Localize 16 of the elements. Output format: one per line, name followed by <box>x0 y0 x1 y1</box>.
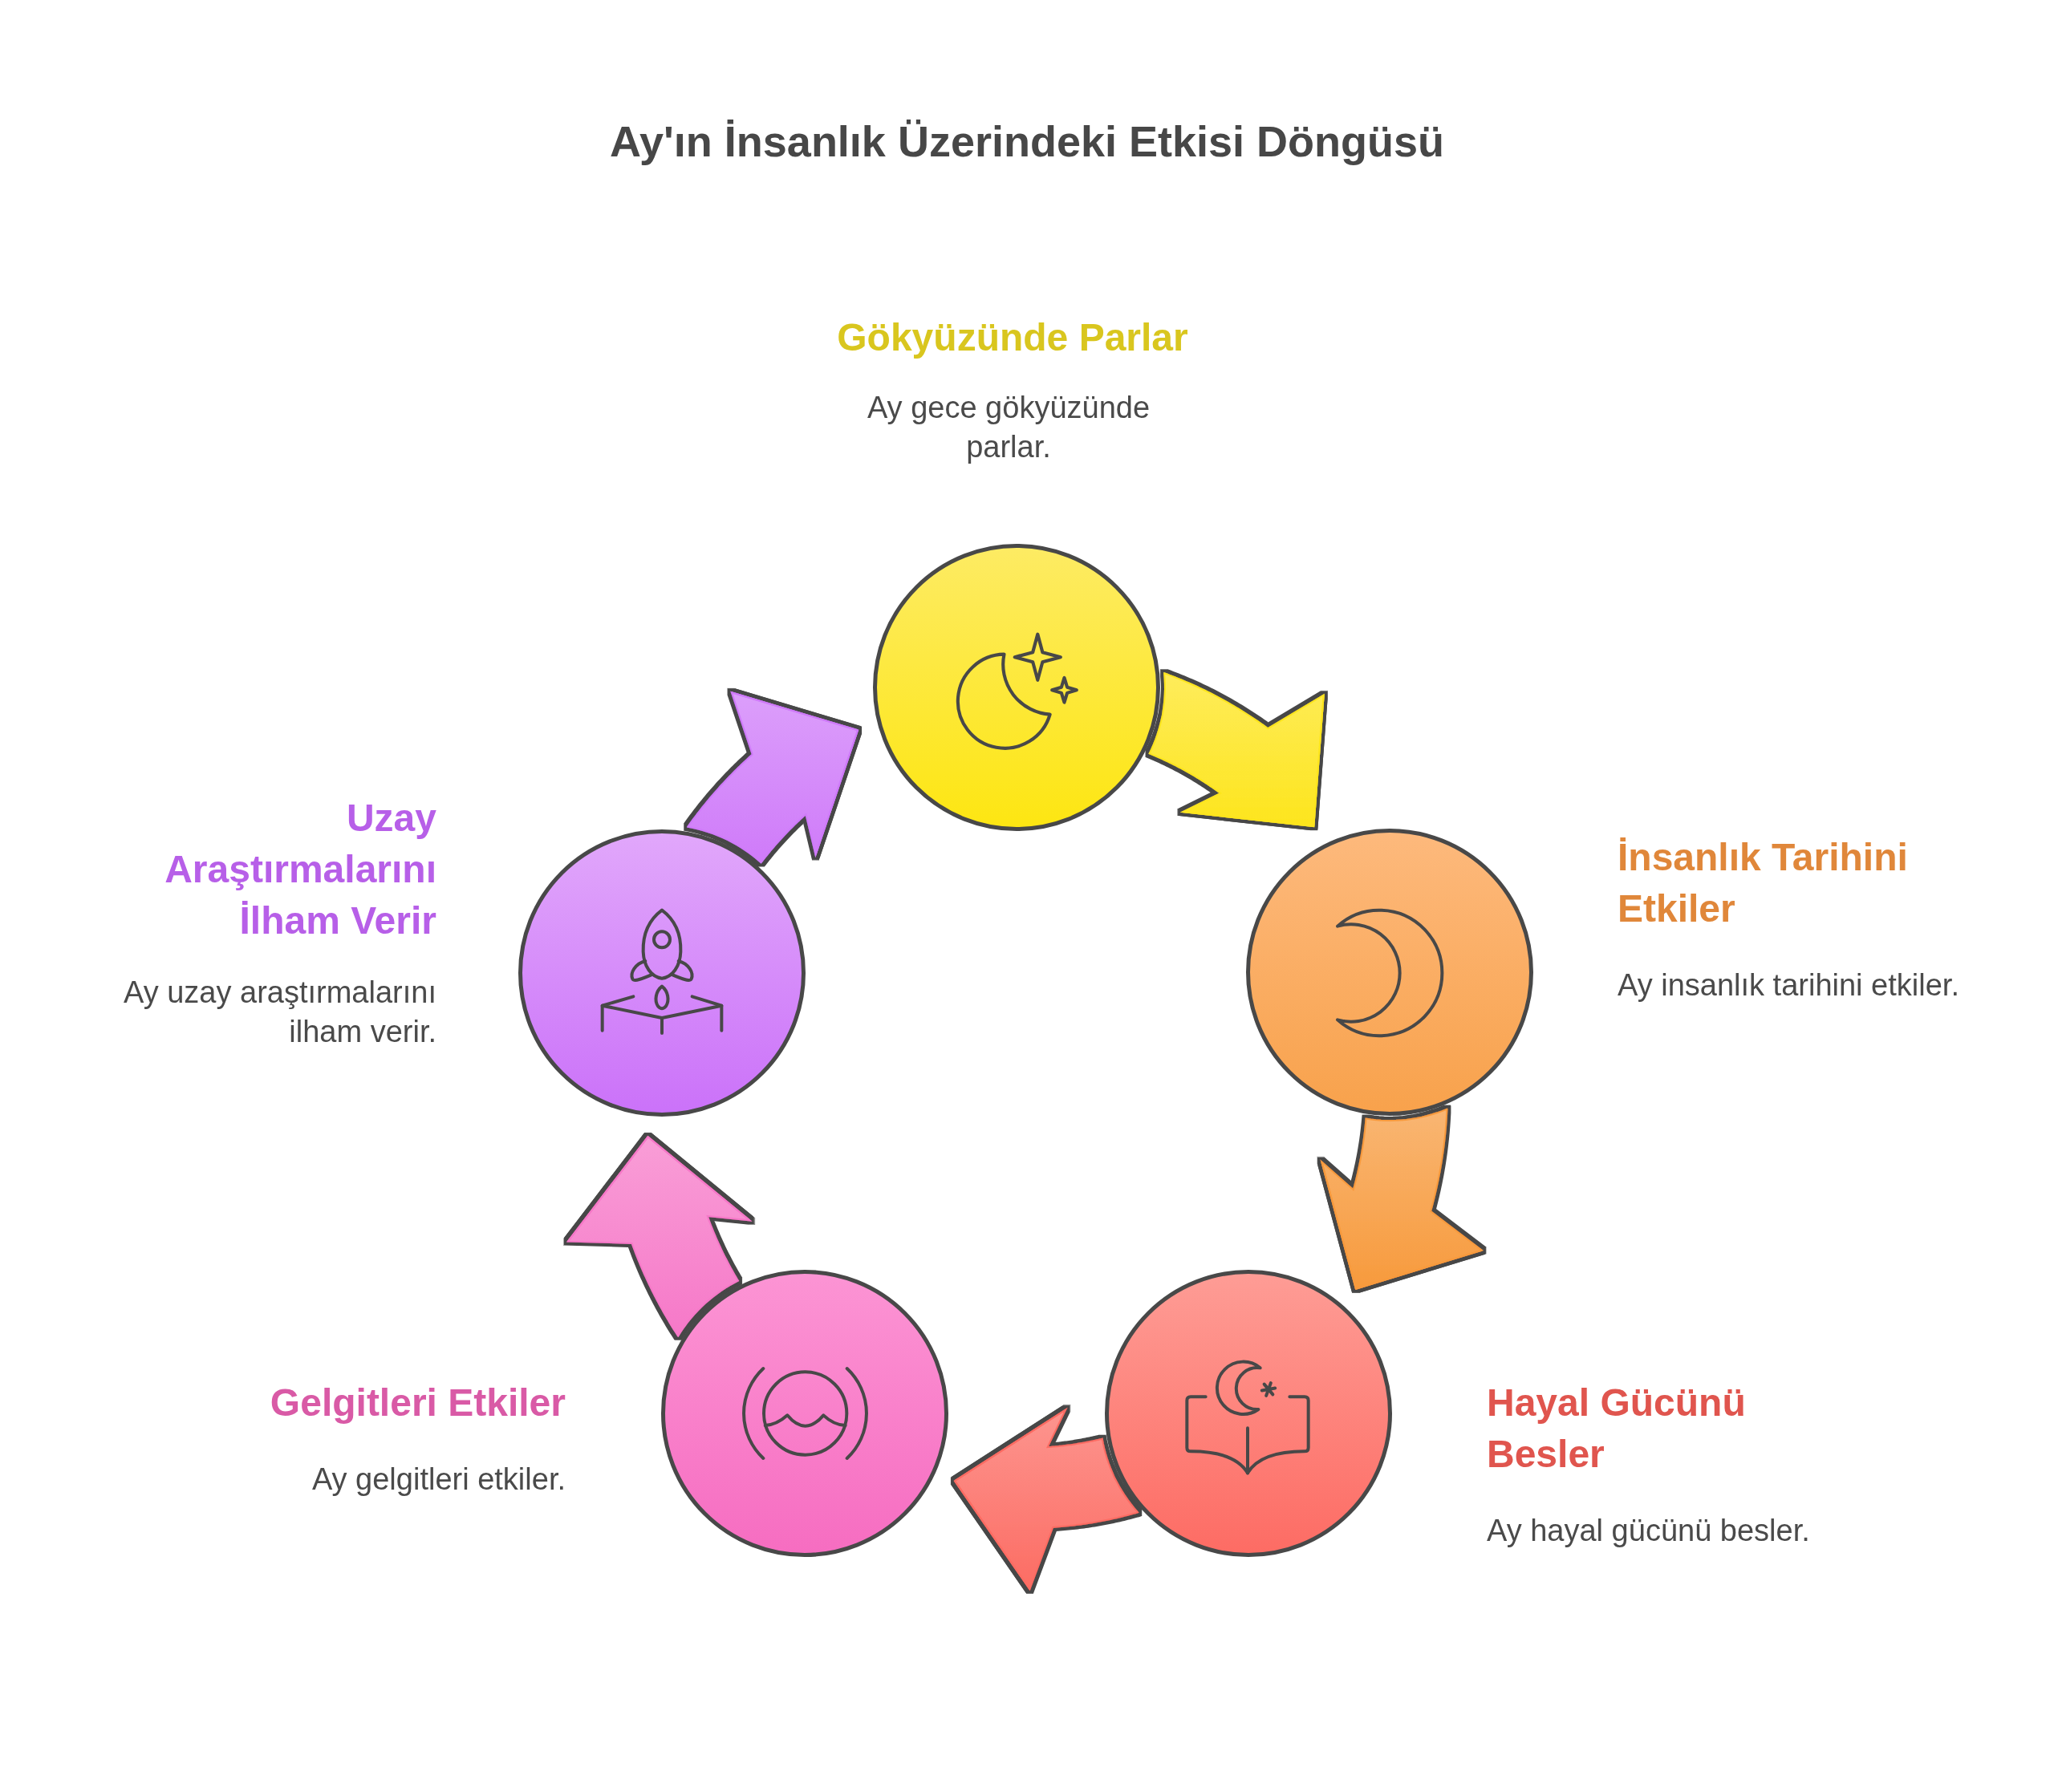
cycle-arrow <box>566 1136 753 1337</box>
step-description: Ay gece gökyüzünde parlar. <box>866 390 1151 465</box>
step-title: Gökyüzünde Parlar <box>836 315 1189 360</box>
cycle-arrow <box>954 1407 1139 1591</box>
step-title: İnsanlık Tarihini Etkiler <box>1618 835 1909 931</box>
step-title: Hayal Gücünü Besler <box>1487 1380 1747 1477</box>
cycle-arrow <box>1148 672 1325 828</box>
cycle-arrow <box>686 691 859 864</box>
step-title: Uzay Araştırmalarını İlham Verir <box>164 796 436 943</box>
step-description: Ay hayal gücünü besler. <box>1487 1513 1811 1549</box>
diagram-title: Ay'ın İnsanlık Üzerindeki Etkisi Döngüsü <box>609 116 1445 167</box>
step-description: Ay gelgitleri etkiler. <box>311 1462 566 1498</box>
cycle-arrow <box>1320 1108 1484 1290</box>
step-description: Ay insanlık tarihini etkiler. <box>1618 967 1960 1003</box>
step-title: Gelgitleri Etkiler <box>269 1380 566 1425</box>
step-description: Ay uzay araştırmalarını ilham verir. <box>123 975 436 1050</box>
